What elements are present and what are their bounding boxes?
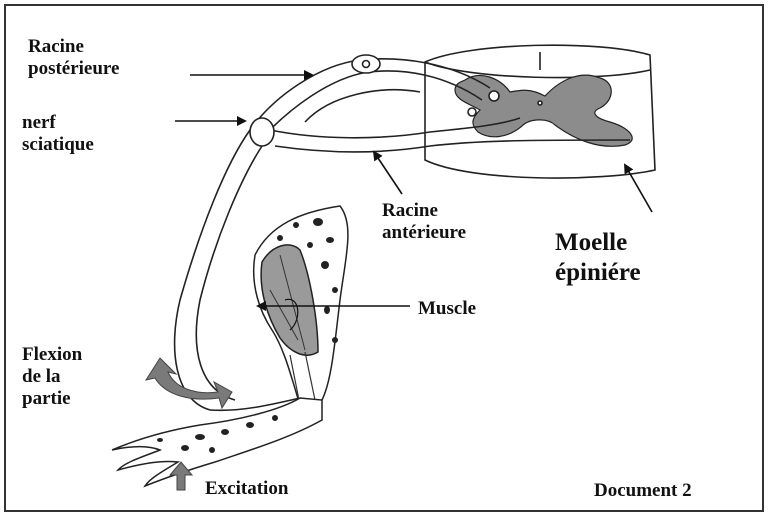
label-document: Document 2 bbox=[594, 480, 692, 502]
label-racine-posterieure: Racine postérieure bbox=[28, 36, 119, 80]
label-excitation: Excitation bbox=[205, 478, 288, 500]
arrow-racine-anterieure bbox=[374, 152, 402, 194]
label-muscle: Muscle bbox=[418, 298, 476, 320]
label-flexion: Flexion de la partie bbox=[22, 344, 82, 410]
label-moelle-epiniere: Moelle épiniére bbox=[555, 228, 641, 288]
label-racine-anterieure: Racine antérieure bbox=[382, 200, 466, 244]
leg-and-muscle bbox=[112, 206, 348, 486]
label-nerf-sciatique: nerf sciatique bbox=[22, 112, 94, 156]
flexion-arrow-icon bbox=[146, 358, 232, 408]
spinal-cord bbox=[425, 45, 655, 178]
